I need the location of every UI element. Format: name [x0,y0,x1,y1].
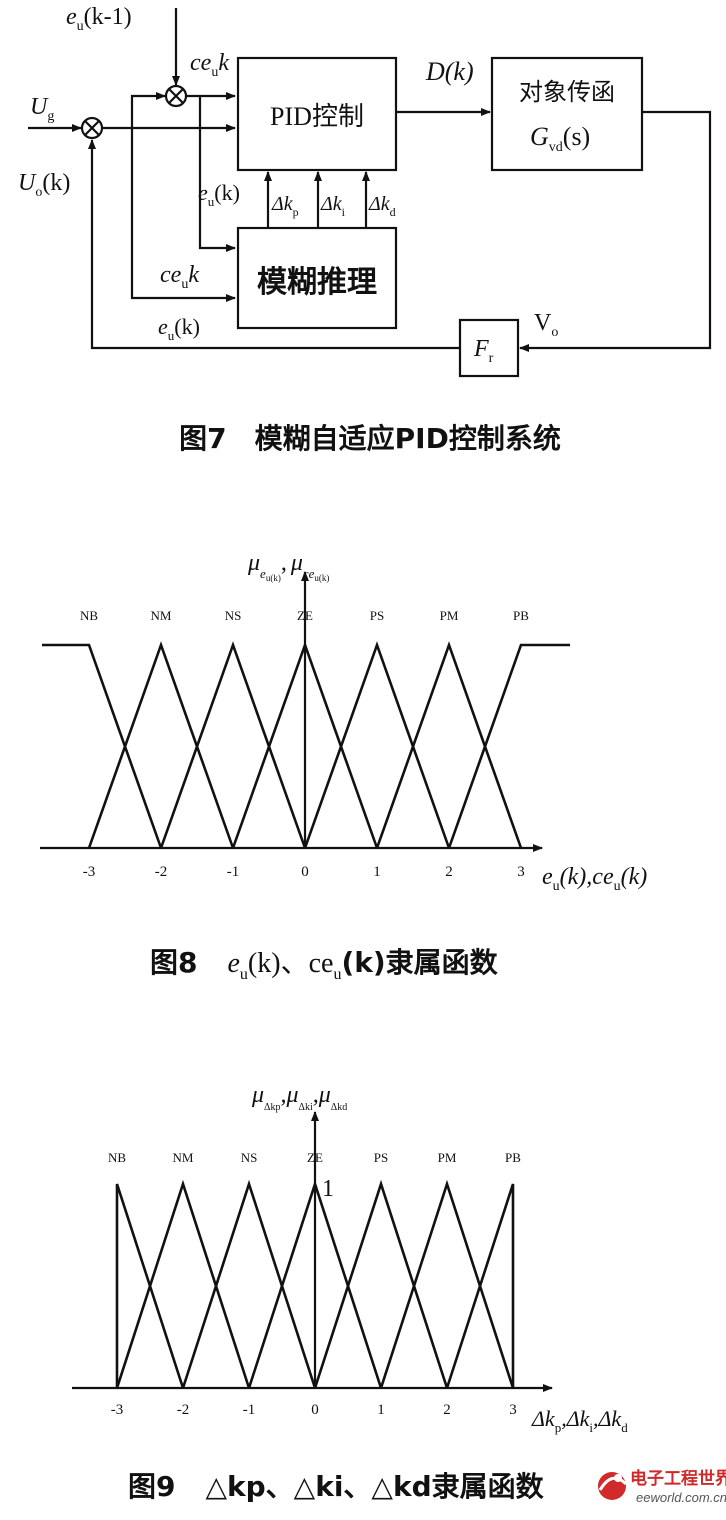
set-label-pb: PB [505,1150,521,1165]
vo-feedback-line [519,110,712,352]
set-label-ns: NS [225,608,242,623]
plant-label-line2: Gvd(s) [530,122,590,155]
eeworld-logo-icon [598,1472,628,1500]
pid-block-label: PID控制 [270,102,364,131]
mf-curve-ze [231,641,379,849]
fig9-caption: 图9△kp、△ki、△kd隶属函数 [128,1470,545,1503]
set-label-pm: PM [438,1150,457,1165]
set-label-ns: NS [241,1150,258,1165]
fr-label: Fr [473,336,494,366]
set-label-ps: PS [370,608,384,623]
tick-label: 2 [443,1402,451,1418]
mf-curve-ze [247,1179,383,1389]
set-label-nm: NM [173,1150,194,1165]
tick-label: -1 [227,864,240,880]
set-label-ze: ZE [307,1150,323,1165]
tick-label: -1 [243,1402,256,1418]
dki-label: Δki [320,193,346,219]
set-label-ps: PS [374,1150,388,1165]
pid-control-block [236,56,398,172]
mf-curve-ns [181,1179,317,1389]
mf-curve-ps [313,1179,449,1389]
eeworld-watermark: 电子工程世界 eeworld.com.cn [598,1468,726,1505]
mf-curve-nm [87,641,235,849]
plant-transfer-block [490,56,644,172]
mf-curve-nb [115,1183,185,1389]
fig8-x-label: eu(k),ceu(k) [542,864,647,894]
e-branch-to-fuzzy [130,128,236,302]
fig9-tick-labels: -3 -2 -1 0 1 2 3 [111,1402,517,1418]
ce-low-label: ceuk [160,262,199,292]
fig7-block-diagram [28,8,712,378]
e-prev-label: eu(k-1) [66,4,132,34]
set-label-nb: NB [80,608,98,623]
vo-label: Vo [534,310,558,340]
fig8-membership-curves [42,641,570,849]
eu-mid-label: eu(k) [198,180,240,209]
fig9-plot: NB NM NS ZE PS PM PB -3 -2 -1 0 1 2 3 1 μΔkp,μΔki,μΔ… [72,1082,628,1503]
set-label-pb: PB [513,608,529,623]
tick-label: 3 [517,864,525,880]
mf-curve-nb [42,643,163,849]
fr-block [458,318,520,378]
dkd-label: Δkd [368,193,396,219]
tick-label: -2 [155,864,168,880]
uo-label: Uo(k) [18,170,70,200]
set-label-ze: ZE [297,608,313,623]
mf-curve-ns [159,641,307,849]
fig8-y-label: μeu(k),μceu(k) [247,550,329,583]
fig9-peak-label: 1 [322,1176,334,1202]
plant-label-line1: 对象传函 [519,79,615,106]
fig8-set-labels: NB NM NS ZE PS PM PB [80,608,529,623]
tick-label: 0 [311,1402,319,1418]
tick-label: 1 [373,864,381,880]
tick-label: -3 [83,864,96,880]
uo-feedback-line [88,139,460,350]
branch-to-sum2 [130,92,166,128]
tick-label: -3 [111,1402,124,1418]
tick-label: 3 [509,1402,517,1418]
fig9-y-label: μΔkp,μΔki,μΔkd [251,1082,347,1113]
tick-label: 2 [445,864,453,880]
watermark-site: eeworld.com.cn [636,1490,726,1505]
fig8-plot: NB NM NS ZE PS PM PB -3 -2 -1 0 1 2 3 μeu(k),μceu(k)… [40,550,647,983]
set-label-nb: NB [108,1150,126,1165]
sum-junction-2 [164,84,188,108]
tick-label: 0 [301,864,309,880]
watermark-brand: 电子工程世界 [630,1468,726,1489]
set-label-pm: PM [440,608,459,623]
mf-curve-pb [445,1183,515,1389]
fig8-tick-labels: -3 -2 -1 0 1 2 3 [83,864,525,880]
mf-curve-pm [379,1179,515,1389]
mf-curve-ps [303,641,451,849]
fig9-x-label: Δkp,Δki,Δkd [531,1406,628,1435]
dk-label: D(k) [425,57,474,86]
dkp-label: Δkp [271,193,299,219]
fig7-labels: eu(k-1) ceuk Ug Uo(k) PID控制 D(k) 对象传函 Gv… [18,4,615,455]
ce-top-label: ceuk [190,50,229,80]
tick-label: 1 [377,1402,385,1418]
mf-curve-pm [375,641,523,849]
ce-branch-to-fuzzy [198,96,236,252]
mf-curve-nm [115,1179,251,1389]
fig7-caption: 图7 模糊自适应PID控制系统 [179,422,561,455]
set-label-nm: NM [151,608,172,623]
eu-low-label: eu(k) [158,314,200,343]
tick-label: -2 [177,1402,190,1418]
mf-curve-pb [447,643,570,849]
fuzzy-block-label: 模糊推理 [257,265,377,300]
ug-label: Ug [30,94,54,124]
fig9-set-labels: NB NM NS ZE PS PM PB [108,1150,521,1165]
fig9-membership-curves [115,1179,515,1389]
sum-junction-1 [80,116,104,140]
